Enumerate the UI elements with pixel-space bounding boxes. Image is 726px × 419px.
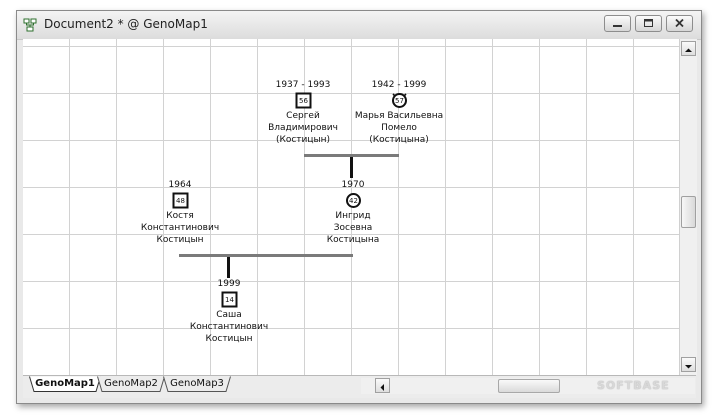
tab-shape [163,376,231,392]
relationship-lines [179,154,399,278]
female-symbol-icon: 42 [345,193,361,208]
person-name-line: Саша [216,310,242,320]
person-years: 1942 - 1999 [371,80,427,90]
person-name-line: Костя [166,211,194,221]
person-years: 1964 [168,180,192,190]
person-name-line: Владимирович [268,123,338,133]
sheet-tab-bar: GenoMap1 GenoMap2 GenoMap3 [23,375,696,398]
person-age: 56 [299,97,308,105]
arrow-left-icon [380,384,384,391]
scroll-down-button[interactable] [681,357,696,372]
document-window: Document2 * @ GenoMap1 1937 - 1993 56 Се… [16,10,702,404]
close-button[interactable] [666,15,693,32]
person-age: 42 [349,197,358,205]
close-icon [675,18,684,28]
person-age: 57 [395,97,404,105]
person-name-line: (Костицына) [369,135,429,145]
person-years: 1937 - 1993 [275,80,331,90]
window-title: Document2 * @ GenoMap1 [44,17,208,31]
horizontal-scroll-thumb[interactable] [498,379,560,393]
person-name-line: Зосевна [333,223,373,233]
tab-shape [29,376,101,392]
title-bar[interactable]: Document2 * @ GenoMap1 [17,11,701,40]
person-name-line: Помело [381,123,417,133]
tab-genomap1[interactable]: GenoMap1 [29,376,101,392]
male-symbol-icon: 48 [172,192,188,209]
tab-shape [97,376,165,392]
person-sasha[interactable]: 1999 14 Саша Константинович Костицын [183,278,275,345]
minimize-button[interactable] [604,15,631,32]
person-years: 1970 [341,180,365,190]
person-name-line: Марья Васильевна [354,111,444,121]
person-age: 14 [225,296,234,304]
person-age: 48 [176,197,185,205]
watermark-logo: SOFTBASE [597,379,670,392]
restore-button[interactable] [635,15,662,32]
person-name-line: Константинович [189,322,269,332]
person-name-line: Костицын [156,235,204,245]
person-name-line: (Костицын) [275,135,331,145]
person-ingrid[interactable]: 1970 42 Ингрид Зосевна Костицына [308,179,398,246]
person-name-line: Константинович [140,223,220,233]
horizontal-scrollbar[interactable] [361,378,695,394]
person-name-line: Ингрид [335,211,371,221]
person-name-line: Костицына [326,235,380,245]
scroll-up-button[interactable] [681,41,696,56]
female-deceased-symbol-icon: 57 [391,93,407,108]
minimize-icon [613,25,622,27]
genogram-canvas[interactable]: 1937 - 1993 56 Сергей Владимирович (Кост… [23,39,679,375]
tab-genomap3[interactable]: GenoMap3 [163,376,231,392]
person-name-line: Костицын [205,334,253,344]
male-symbol-icon: 14 [221,291,237,308]
scroll-left-button[interactable] [375,378,390,393]
genomap-document-icon [23,18,37,32]
person-kostya[interactable]: 1964 48 Костя Константинович Костицын [134,179,226,246]
restore-icon [644,19,653,27]
vertical-scrollbar[interactable] [679,39,697,375]
tab-genomap2[interactable]: GenoMap2 [97,376,165,392]
arrow-up-icon [685,48,692,52]
person-name-line: Сергей [286,111,320,121]
vertical-scroll-thumb[interactable] [681,196,696,228]
person-years: 1999 [217,279,241,289]
person-maria[interactable]: 1942 - 1999 57 Марья Васильевна Помело (… [345,79,453,146]
person-sergey[interactable]: 1937 - 1993 56 Сергей Владимирович (Кост… [257,79,349,146]
male-deceased-symbol-icon: 56 [295,92,311,109]
arrow-down-icon [685,365,692,369]
